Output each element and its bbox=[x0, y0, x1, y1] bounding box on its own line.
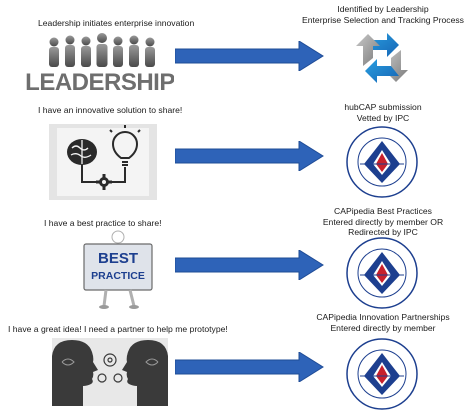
row-2-right-text: hubCAP submission Vetted by IPC bbox=[298, 102, 468, 123]
cap-emblem-icon bbox=[346, 338, 418, 410]
cap-emblem-icon bbox=[346, 126, 418, 198]
row-4-arrow bbox=[175, 352, 324, 382]
row-2-left-text: I have an innovative solution to share! bbox=[38, 105, 183, 115]
row-2-right-line-1: hubCAP submission bbox=[344, 102, 422, 112]
row-2-right-line-2: Vetted by IPC bbox=[356, 112, 410, 123]
practice-word: PRACTICE bbox=[91, 270, 145, 282]
row-leadership: Leadership initiates enterprise innovati… bbox=[0, 0, 474, 106]
row-3-right-line-1: CAPipedia Best Practices bbox=[334, 206, 432, 216]
cycle-arrows-icon bbox=[356, 33, 408, 83]
row-3-right-text: CAPipedia Best Practices Entered directl… bbox=[298, 206, 468, 238]
row-3-right-line-2: Entered directly by member OR bbox=[322, 216, 444, 227]
row-3-right-line-3: Redirected by IPC bbox=[348, 227, 418, 237]
brain-lightbulb-image bbox=[49, 124, 157, 200]
two-heads-idea-image bbox=[52, 338, 168, 406]
row-4-right-text: CAPipedia Innovation Partnerships Entere… bbox=[298, 312, 468, 333]
row-4-right-line-2: Entered directly by member bbox=[330, 322, 436, 333]
row-1-right-text: Identified by Leadership Enterprise Sele… bbox=[298, 4, 468, 25]
row-2-arrow bbox=[175, 141, 324, 171]
row-4-right-line-1: CAPipedia Innovation Partnerships bbox=[316, 312, 450, 322]
row-4-left-text: I have a great idea! I need a partner to… bbox=[8, 324, 228, 334]
row-partner-prototype: I have a great idea! I need a partner to… bbox=[0, 308, 474, 410]
leadership-word: LEADERSHIP bbox=[26, 69, 174, 96]
best-word: BEST bbox=[98, 250, 138, 267]
row-1-left-text: Leadership initiates enterprise innovati… bbox=[38, 18, 195, 28]
row-1-right-line-1: Identified by Leadership bbox=[337, 4, 429, 14]
row-best-practice: I have a best practice to share! BEST PR… bbox=[0, 204, 474, 309]
row-3-left-text: I have a best practice to share! bbox=[44, 218, 162, 228]
leadership-people-image: LEADERSHIP bbox=[26, 33, 174, 96]
cap-emblem-icon bbox=[346, 237, 418, 309]
row-1-arrow bbox=[175, 41, 324, 71]
row-1-right-line-2: Enterprise Selection and Tracking Proces… bbox=[302, 14, 464, 25]
best-practice-sign-image: BEST PRACTICE bbox=[83, 230, 153, 309]
row-innovative-solution: I have an innovative solution to share! bbox=[0, 100, 474, 204]
row-3-arrow bbox=[175, 250, 324, 280]
